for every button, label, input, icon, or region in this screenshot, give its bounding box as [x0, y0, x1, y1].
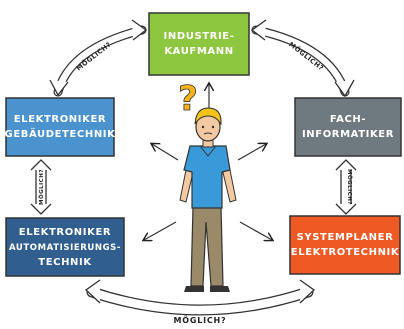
arrow-left-vertical-label: MÖGLICH?: [38, 169, 45, 205]
arrow-top-left-head-1: [49, 79, 69, 97]
arrow-bottom-head-2: [299, 279, 316, 304]
arrow-left-vertical: MÖGLICH?: [30, 159, 52, 215]
radial-arrow-upper-left: [152, 144, 179, 161]
node-industriekaufmann-box: [148, 12, 250, 76]
person-shirt: [183, 145, 231, 209]
node-systemplaner-line-1: SYSTEMPLANER: [297, 232, 394, 243]
arrow-top-right-head-1: [250, 19, 267, 41]
node-fachinformatiker: FACH- INFORMATIKER: [294, 97, 402, 157]
radial-arrow-lower-right: [239, 221, 272, 240]
arrow-right-vertical: MÖGLICH?: [335, 159, 357, 215]
radiating-arrows: [144, 84, 272, 240]
arrow-top-left-head-2: [131, 19, 148, 41]
arrow-right-vertical-label: MÖGLICH?: [346, 169, 353, 205]
question-mark-icon: ?: [178, 79, 198, 119]
arrow-bottom: MÖGLICH?: [84, 279, 316, 325]
node-elektroniker-automatisierungstechnik: ELEKTRONIKER AUTOMATISIERUNGS- TECHNIK: [5, 217, 125, 277]
person-pants: [190, 206, 224, 287]
node-automatisierung-line-2: AUTOMATISIERUNGS-: [9, 243, 121, 253]
node-systemplaner-line-2: ELEKTROTECHNIK: [291, 247, 400, 258]
node-fachinformatiker-line-2: INFORMATIKER: [302, 129, 394, 140]
node-automatisierung-line-3: TECHNIK: [38, 257, 92, 268]
node-fachinformatiker-line-1: FACH-: [330, 114, 366, 125]
person-shoe-left: [184, 286, 204, 292]
node-industriekaufmann: INDUSTRIE- KAUFMANN: [148, 12, 250, 76]
node-gebaeudetechnik-line-1: ELEKTRONIKER: [14, 114, 106, 125]
arrow-bottom-head-1: [84, 279, 101, 304]
person-shoe-right: [210, 286, 230, 292]
arrow-bottom-label: MÖGLICH?: [173, 315, 226, 325]
node-industriekaufmann-line-1: INDUSTRIE-: [164, 31, 235, 42]
node-automatisierung-line-1: ELEKTRONIKER: [19, 227, 111, 238]
person-illustration: [179, 107, 237, 292]
radial-arrow-lower-left: [144, 221, 177, 240]
radial-arrow-upper-right: [237, 144, 266, 161]
arrow-top-right: MÖGLICH?: [250, 19, 355, 98]
arrow-top-left: MÖGLICH?: [49, 19, 148, 97]
person-collar: [199, 145, 217, 157]
person-hair: [194, 107, 222, 126]
node-industriekaufmann-line-2: KAUFMANN: [164, 46, 233, 57]
node-elektroniker-gebaeudetechnik: ELEKTRONIKER GEBÄUDETECHNIK: [5, 97, 117, 157]
node-systemplaner-elektrotechnik: SYSTEMPLANER ELEKTROTECHNIK: [289, 215, 401, 275]
node-gebaeudetechnik-line-2: GEBÄUDETECHNIK: [5, 126, 117, 140]
arrow-top-right-head-2: [334, 79, 355, 98]
